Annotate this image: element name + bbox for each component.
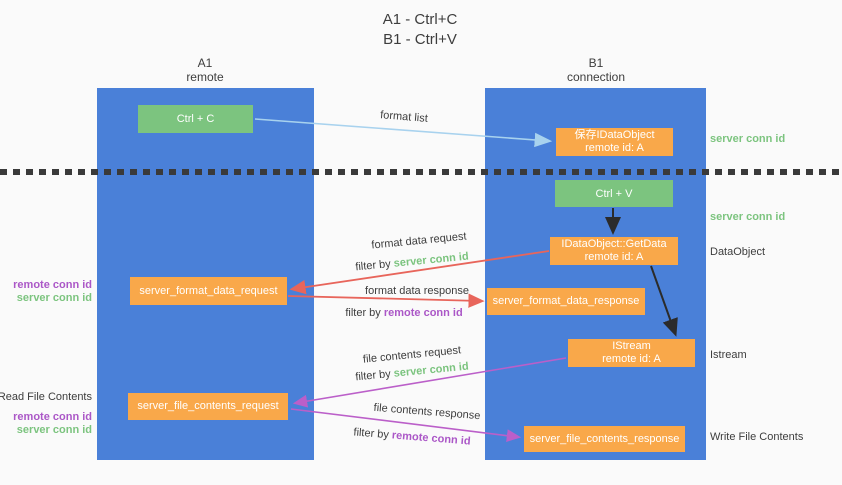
file-response-label: server_file_contents_response [529, 432, 680, 445]
istream-line1: IStream [612, 340, 651, 352]
node-istream: IStream remote id: A [568, 339, 695, 367]
label-dataobject: DataObject [710, 246, 766, 258]
label-server-conn-id-bottom-left: server conn id [16, 424, 92, 436]
lane-a-subtitle: remote [186, 70, 224, 84]
edge-label-format-data-request: format data request [370, 230, 468, 252]
node-server-format-data-request: server_format_data_request [130, 277, 287, 305]
edge-label-format-list: format list [379, 109, 429, 125]
label-server-conn-id-mid-right: server conn id [710, 211, 786, 223]
lane-a-header: A1 remote [145, 56, 265, 84]
lane-b-name: B1 [588, 56, 604, 70]
lane-b-subtitle: connection [566, 70, 626, 84]
ctrl-v-label: Ctrl + V [595, 187, 633, 200]
filter-highlight-4: remote conn id [391, 429, 471, 448]
dotted-divider-line [0, 169, 842, 175]
file-request-label: server_file_contents_request [137, 400, 279, 412]
label-server-conn-id-top-right: server conn id [710, 133, 786, 145]
filter-highlight-2: remote conn id [383, 307, 463, 319]
label-remote-conn-id-top-left: remote conn id [13, 279, 92, 291]
node-server-file-contents-request: server_file_contents_request [128, 393, 288, 420]
getdata-line1: IDataObject::GetData [561, 238, 667, 250]
node-server-file-contents-response: server_file_contents_response [524, 426, 685, 452]
label-istream: Istream [710, 349, 747, 361]
edge-label-file-contents-response: file contents response [373, 401, 481, 423]
filter-highlight-1: server conn id [393, 250, 470, 270]
diagram-title: A1 - Ctrl+C B1 - Ctrl+V [310, 10, 530, 50]
node-ctrl-v: Ctrl + V [555, 180, 673, 207]
node-save-idataobject: 保存IDataObject remote id: A [556, 128, 673, 156]
filter-prefix-2: filter by [345, 307, 384, 319]
lane-b-header: B1 connection [536, 56, 656, 84]
title-line-1: A1 - Ctrl+C [382, 11, 458, 28]
label-server-conn-id-top-left: server conn id [16, 292, 92, 304]
node-ctrl-c: Ctrl + C [138, 105, 253, 133]
format-request-label: server_format_data_request [139, 284, 278, 297]
label-read-file-contents: Read File Contents [0, 391, 92, 403]
node-idataobject-getdata: IDataObject::GetData remote id: A [550, 237, 678, 265]
istream-line2: remote id: A [602, 353, 661, 365]
save-idataobject-line2: remote id: A [585, 142, 644, 154]
filter-highlight-3: server conn id [393, 360, 470, 380]
edge-label-filter-remote-2: filter by remote conn id [353, 426, 471, 447]
label-remote-conn-id-bottom-left: remote conn id [13, 411, 92, 423]
label-write-file-contents: Write File Contents [710, 431, 804, 443]
ctrl-c-label: Ctrl + C [176, 113, 215, 125]
edge-label-filter-server-1: filter by server conn id [355, 251, 469, 274]
lane-a-name: A1 [197, 56, 213, 70]
edge-label-format-data-response: format data response [365, 285, 469, 297]
filter-prefix-3: filter by [354, 367, 395, 384]
getdata-line2: remote id: A [584, 251, 644, 263]
edge-label-filter-remote-1: filter by remote conn id [345, 307, 462, 319]
node-server-format-data-response: server_format_data_response [487, 288, 645, 315]
filter-prefix-4: filter by [353, 426, 393, 442]
title-line-2: B1 - Ctrl+V [383, 31, 457, 48]
save-idataobject-line1: 保存IDataObject [574, 129, 655, 141]
format-response-label: server_format_data_response [492, 295, 640, 307]
filter-prefix-1: filter by [354, 257, 395, 274]
